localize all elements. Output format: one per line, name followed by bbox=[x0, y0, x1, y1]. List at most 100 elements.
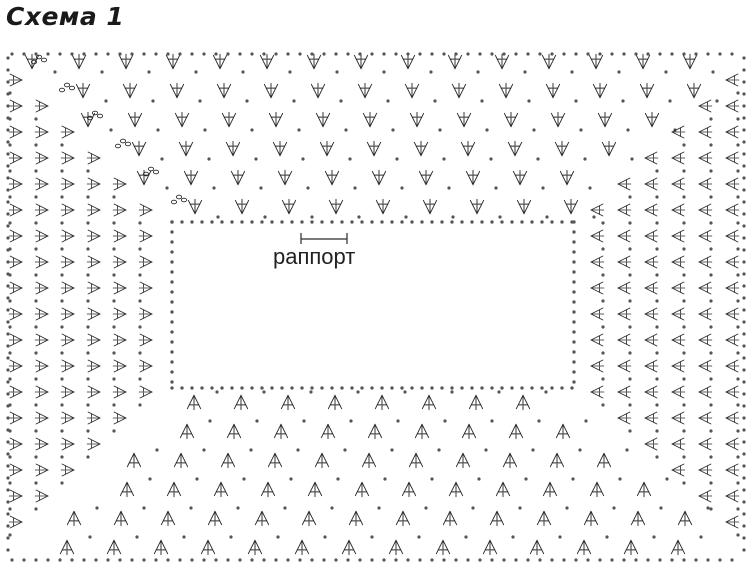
chain-stitch-dot-icon bbox=[6, 404, 10, 408]
chain-stitch-dot-icon bbox=[390, 386, 394, 390]
fan-stitch-icon bbox=[644, 437, 659, 451]
chain-stitch-dot-icon bbox=[86, 247, 90, 251]
chain-stitch-dot-icon bbox=[6, 140, 10, 144]
chain-stitch-dot-icon bbox=[138, 377, 142, 381]
chain-stitch-dot-icon bbox=[742, 164, 746, 168]
chain-stitch-dot-icon bbox=[598, 52, 602, 56]
chain-stitch-dot-icon bbox=[6, 476, 10, 480]
chain-stitch-dot-icon bbox=[112, 429, 116, 433]
chain-stitch-dot-icon bbox=[138, 351, 142, 355]
chain-stitch-dot-icon bbox=[410, 386, 414, 390]
chain-stitch-dot-icon bbox=[6, 176, 10, 180]
chain-stitch-dot-icon bbox=[742, 236, 746, 240]
fan-stitch-icon bbox=[8, 411, 23, 425]
chain-stitch-dot-icon bbox=[682, 558, 686, 562]
chain-stitch-dot-icon bbox=[60, 403, 64, 407]
fan-stitch-icon bbox=[200, 539, 216, 556]
fan-stitch-icon bbox=[138, 333, 153, 347]
chain-stitch-dot-icon bbox=[706, 558, 710, 562]
chain-stitch-dot-icon bbox=[8, 481, 12, 485]
chain-stitch-dot-icon bbox=[390, 448, 394, 452]
chain-stitch-dot-icon bbox=[550, 52, 554, 56]
chain-stitch-dot-icon bbox=[655, 299, 659, 303]
chain-stitch-dot-icon bbox=[736, 481, 740, 485]
fan-stitch-icon bbox=[327, 394, 343, 411]
chain-stitch-dot-icon bbox=[274, 52, 278, 56]
chain-stitch-dot-icon bbox=[203, 128, 207, 132]
fan-stitch-icon bbox=[354, 481, 370, 498]
fan-stitch-icon bbox=[698, 411, 713, 425]
chain-stitch-dot-icon bbox=[709, 377, 713, 381]
fan-stitch-icon bbox=[590, 255, 605, 269]
fan-stitch-icon bbox=[670, 539, 686, 556]
fan-stitch-icon bbox=[725, 255, 740, 269]
fan-stitch-icon bbox=[395, 510, 411, 527]
fan-stitch-icon bbox=[122, 82, 138, 99]
fan-stitch-icon bbox=[187, 198, 203, 215]
fan-stitch-icon bbox=[644, 203, 659, 217]
chain-stitch-dot-icon bbox=[6, 356, 10, 360]
fan-stitch-icon bbox=[319, 140, 335, 157]
fan-stitch-icon bbox=[671, 307, 686, 321]
fan-stitch-icon bbox=[138, 359, 153, 373]
chain-stitch-dot-icon bbox=[572, 250, 576, 254]
chain-stitch-dot-icon bbox=[420, 220, 424, 224]
fan-stitch-icon bbox=[75, 82, 91, 99]
fan-stitch-icon bbox=[725, 385, 740, 399]
chain-stitch-dot-icon bbox=[709, 143, 713, 147]
chain-stitch-dot-icon bbox=[215, 390, 219, 394]
fan-stitch-icon bbox=[280, 394, 296, 411]
fan-stitch-icon bbox=[320, 423, 336, 440]
chain-stitch-dot-icon bbox=[742, 428, 746, 432]
chain-stitch-dot-icon bbox=[572, 260, 576, 264]
chain-stitch-dot-icon bbox=[682, 351, 686, 355]
chain-stitch-dot-icon bbox=[198, 99, 202, 103]
chain-stitch-dot-icon bbox=[336, 477, 340, 481]
fan-stitch-icon bbox=[315, 111, 331, 128]
chain-stitch-dot-icon bbox=[477, 477, 481, 481]
fan-stitch-icon bbox=[698, 229, 713, 243]
chain-stitch-dot-icon bbox=[22, 558, 26, 562]
fan-stitch-icon bbox=[404, 82, 420, 99]
fan-stitch-icon bbox=[725, 229, 740, 243]
chain-stitch-dot-icon bbox=[742, 296, 746, 300]
fan-stitch-icon bbox=[592, 82, 608, 99]
chain-stitch-dot-icon bbox=[220, 220, 224, 224]
chain-stitch-dot-icon bbox=[628, 403, 632, 407]
chain-stitch-dot-icon bbox=[500, 386, 504, 390]
chain-stitch-dot-icon bbox=[8, 351, 12, 355]
chain-stitch-dot-icon bbox=[142, 558, 146, 562]
fan-stitch-icon bbox=[536, 510, 552, 527]
chain-stitch-dot-icon bbox=[207, 157, 211, 161]
chain-stitch-dot-icon bbox=[476, 70, 480, 74]
fan-stitch-icon bbox=[725, 151, 740, 165]
fan-stitch-icon bbox=[698, 489, 713, 503]
fan-stitch-icon bbox=[698, 177, 713, 191]
chain-stitch-dot-icon bbox=[601, 351, 605, 355]
chain-stitch-dot-icon bbox=[60, 481, 64, 485]
fan-stitch-icon bbox=[503, 111, 519, 128]
fan-stitch-icon bbox=[559, 169, 575, 186]
fan-stitch-icon bbox=[86, 203, 101, 217]
chain-stitch-dot-icon bbox=[340, 386, 344, 390]
chain-stitch-dot-icon bbox=[286, 52, 290, 56]
chain-stitch-dot-icon bbox=[245, 99, 249, 103]
chain-stitch-dot-icon bbox=[250, 558, 254, 562]
chain-stitch-dot-icon bbox=[699, 535, 703, 539]
chain-stitch-dot-icon bbox=[545, 215, 549, 219]
chain-stitch-dot-icon bbox=[323, 535, 327, 539]
chain-stitch-dot-icon bbox=[406, 52, 410, 56]
chain-stitch-dot-icon bbox=[112, 247, 116, 251]
chain-stitch-dot-icon bbox=[334, 52, 338, 56]
fan-stitch-icon bbox=[671, 229, 686, 243]
fan-stitch-icon bbox=[469, 198, 485, 215]
chain-stitch-dot-icon bbox=[148, 477, 152, 481]
chain-stitch-dot-icon bbox=[711, 70, 715, 74]
chain-stitch-dot-icon bbox=[130, 558, 134, 562]
chain-stitch-dot-icon bbox=[6, 248, 10, 252]
chain-stitch-dot-icon bbox=[628, 351, 632, 355]
fan-stitch-icon bbox=[671, 281, 686, 295]
fan-stitch-icon bbox=[448, 481, 464, 498]
fan-stitch-icon bbox=[118, 53, 134, 70]
chain-stitch-dot-icon bbox=[240, 386, 244, 390]
